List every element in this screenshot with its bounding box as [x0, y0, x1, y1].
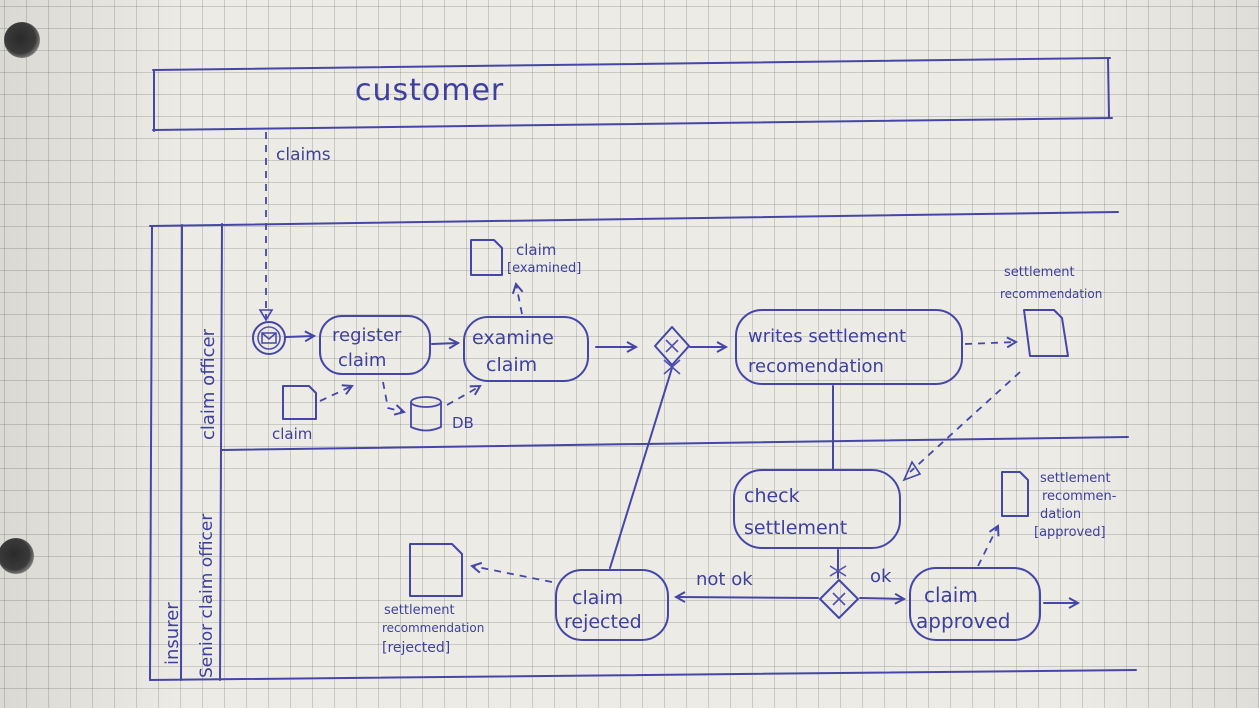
- start-event: [252, 321, 286, 355]
- task-register-claim[interactable]: register claim: [319, 315, 431, 375]
- data-object-settlement-approved: settlement recommen- dation [approved]: [1001, 471, 1117, 540]
- task-check-settlement[interactable]: check settlement: [733, 469, 901, 549]
- data-association: [472, 566, 553, 583]
- data-object-settlement-approved-line2: recommen-: [1042, 489, 1117, 504]
- insurer-pool-label: insurer: [162, 602, 183, 665]
- data-object-claim-label: claim: [272, 425, 312, 443]
- insurer-pool: insurer claim officer Senior claim offic…: [149, 211, 1137, 681]
- data-association: [977, 526, 998, 567]
- flow-marker: [663, 359, 681, 375]
- exclusive-gateway-icon: [819, 579, 859, 619]
- data-association: [516, 284, 522, 315]
- document-icon: [1023, 309, 1069, 357]
- data-object-claim-examined-line2: [examined]: [507, 261, 581, 276]
- task-writes-settlement-line2: recomendation: [748, 356, 884, 377]
- sequence-flow-ok: [859, 598, 904, 599]
- gateway-label-not-ok: not ok: [696, 569, 753, 590]
- data-association: [964, 342, 1016, 344]
- data-object-settlement-approved-line1: settlement: [1040, 471, 1111, 486]
- sequence-flow-not-ok: [676, 597, 819, 598]
- data-object-settlement-recommendation: settlement recommendation: [1000, 265, 1102, 357]
- task-claim-rejected-line2: rejected: [564, 611, 642, 633]
- data-object-settlement-rejected-line2: recommendation: [382, 621, 484, 635]
- document-icon: [409, 543, 463, 597]
- data-association: [319, 386, 352, 402]
- data-store-db: DB: [410, 396, 474, 432]
- lane-senior-claim-officer-label: Senior claim officer: [197, 514, 217, 678]
- task-writes-settlement[interactable]: writes settlement recomendation: [735, 309, 963, 385]
- task-writes-settlement-line1: writes settlement: [748, 326, 906, 347]
- task-examine-claim-line1: examine: [472, 327, 554, 349]
- data-association: [382, 381, 404, 412]
- document-icon: [470, 239, 503, 276]
- task-register-claim-line1: register: [332, 325, 402, 346]
- task-claim-approved-line2: approved: [916, 609, 1011, 633]
- customer-pool: customer: [152, 57, 1113, 132]
- association-arrowhead: [902, 460, 922, 482]
- binder-hole: [4, 22, 40, 58]
- data-object-claim-examined: claim [examined]: [470, 239, 581, 276]
- data-association: [446, 386, 480, 406]
- task-examine-claim[interactable]: examine claim: [463, 316, 589, 382]
- data-object-claim-examined-line1: claim: [516, 241, 556, 259]
- task-check-settlement-line1: check: [744, 485, 800, 507]
- data-object-settlement-rejected-line1: settlement: [384, 603, 455, 618]
- exclusive-gateway-decision: [819, 579, 859, 619]
- document-icon: [282, 385, 317, 420]
- sequence-flow: [431, 343, 458, 344]
- lane-claim-officer-label: claim officer: [198, 328, 219, 440]
- data-object-settlement-rec-line2: recommendation: [1000, 287, 1102, 301]
- message-flow-label: claims: [276, 145, 331, 165]
- data-object-settlement-approved-line4: [approved]: [1034, 525, 1106, 540]
- binder-hole: [0, 538, 34, 574]
- data-association: [909, 371, 1021, 473]
- document-icon: [1001, 471, 1029, 517]
- exclusive-gateway-merge: [654, 326, 690, 366]
- task-register-claim-line2: claim: [338, 350, 386, 371]
- data-object-settlement-rec-line1: settlement: [1004, 265, 1075, 280]
- task-check-settlement-line2: settlement: [744, 517, 847, 539]
- flow-marker: [829, 565, 847, 577]
- database-icon: [410, 396, 442, 432]
- data-object-settlement-rejected-line3: [rejected]: [382, 640, 450, 656]
- task-claim-approved-line1: claim: [924, 583, 978, 607]
- exclusive-gateway-icon: [654, 326, 690, 366]
- gateway-label-ok: ok: [870, 566, 892, 587]
- task-claim-rejected[interactable]: claim rejected: [555, 569, 669, 641]
- data-object-claim: claim: [272, 385, 317, 443]
- task-claim-rejected-line1: claim: [572, 587, 623, 609]
- task-examine-claim-line2: claim: [486, 354, 537, 376]
- task-claim-approved[interactable]: claim approved: [909, 567, 1041, 641]
- customer-pool-label: customer: [355, 73, 504, 108]
- data-store-db-label: DB: [452, 414, 474, 432]
- envelope-icon: [261, 332, 277, 344]
- sequence-flow-loop: [609, 367, 673, 569]
- message-flow-claims: claims: [258, 132, 331, 322]
- data-object-settlement-rejected: settlement recommendation [rejected]: [382, 543, 484, 656]
- sequence-flow: [285, 336, 314, 337]
- data-object-settlement-approved-line3: dation: [1040, 507, 1081, 522]
